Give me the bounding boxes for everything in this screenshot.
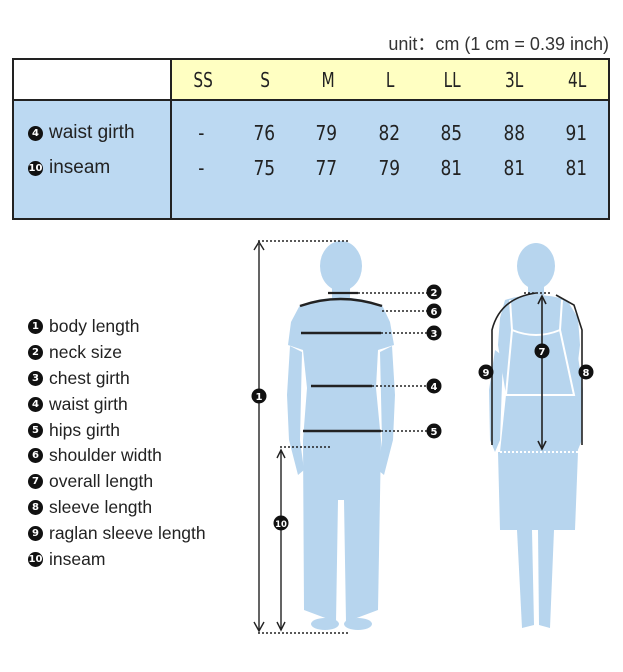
legend-item: 9 raglan sleeve length bbox=[28, 520, 206, 546]
legend-label: body length bbox=[49, 316, 140, 337]
back-markers: 9 7 8 bbox=[478, 343, 594, 380]
marker-5: 5 bbox=[431, 427, 438, 438]
row-label-text: waist girth bbox=[49, 122, 135, 143]
number-badge: 8 bbox=[28, 499, 43, 515]
size-header-ss: SS bbox=[193, 67, 213, 92]
marker-7: 7 bbox=[539, 347, 546, 358]
legend-label: overall length bbox=[49, 471, 154, 492]
legend-item: 1 body length bbox=[28, 314, 206, 340]
size-header-s: S bbox=[260, 67, 271, 92]
number-badge: 4 bbox=[28, 396, 43, 412]
dress-outline bbox=[500, 299, 578, 453]
front-measurement-lines bbox=[253, 240, 428, 634]
marker-4: 4 bbox=[431, 382, 438, 393]
table-cell: - bbox=[198, 156, 205, 180]
size-header-m: M bbox=[321, 67, 335, 92]
measurement-legend: 1 body length 2 neck size 3 chest girth 4 wa… bbox=[28, 314, 206, 572]
row-label-text: inseam bbox=[49, 157, 111, 178]
number-badge: 6 bbox=[28, 448, 43, 464]
back-body-figure bbox=[489, 243, 583, 628]
row-label: 4 waist girth bbox=[14, 122, 170, 144]
table-cell: 88 bbox=[503, 121, 525, 145]
legend-item: 6 shoulder width bbox=[28, 443, 206, 469]
legend-label: chest girth bbox=[49, 367, 130, 388]
legend-label: waist girth bbox=[49, 393, 128, 414]
table-cell: 76 bbox=[253, 121, 275, 145]
legend-label: shoulder width bbox=[49, 445, 162, 466]
legend-label: sleeve length bbox=[49, 496, 153, 517]
number-badge: 9 bbox=[28, 525, 43, 541]
table-cell: 81 bbox=[565, 156, 588, 180]
number-badge: 2 bbox=[28, 345, 43, 361]
number-badge: 10 bbox=[28, 160, 43, 176]
legend-label: neck size bbox=[49, 342, 122, 363]
marker-8: 8 bbox=[583, 368, 590, 379]
row-label: 10 inseam bbox=[14, 157, 170, 179]
marker-3: 3 bbox=[431, 329, 438, 340]
back-measurement-lines bbox=[491, 292, 583, 451]
number-badge: 4 bbox=[28, 125, 43, 141]
table-cell: 77 bbox=[315, 156, 338, 180]
legend-item: 8 sleeve length bbox=[28, 495, 206, 521]
table-row-inseam: 10 inseam - 75 77 79 81 81 81 bbox=[14, 153, 608, 183]
table-cell: 79 bbox=[378, 156, 400, 180]
marker-6: 6 bbox=[431, 307, 438, 318]
table-cell: 79 bbox=[315, 121, 338, 145]
table-cell: - bbox=[198, 121, 205, 145]
table-cell: 85 bbox=[440, 121, 463, 145]
legend-item: 3 chest girth bbox=[28, 366, 206, 392]
table-cell: 81 bbox=[503, 156, 525, 180]
number-badge: 7 bbox=[28, 474, 43, 490]
table-cell: 91 bbox=[565, 121, 588, 145]
table-row-waist-girth: 4 waist girth - 76 79 82 85 88 91 bbox=[14, 118, 608, 148]
legend-item: 10 inseam bbox=[28, 546, 206, 572]
table-cell: 81 bbox=[440, 156, 463, 180]
marker-9: 9 bbox=[483, 368, 490, 379]
legend-label: inseam bbox=[49, 548, 106, 569]
legend-label: raglan sleeve length bbox=[49, 522, 206, 543]
size-header-row: SS S M L LL 3L 4L bbox=[172, 60, 608, 99]
legend-item: 2 neck size bbox=[28, 340, 206, 366]
size-header-3l: 3L bbox=[505, 67, 524, 92]
legend-item: 7 overall length bbox=[28, 469, 206, 495]
marker-2: 2 bbox=[431, 288, 438, 299]
marker-10: 10 bbox=[275, 520, 287, 530]
size-table: SS S M L LL 3L 4L 4 waist girth - 76 79 … bbox=[12, 58, 610, 220]
unit-note: unit：cm (1 cm = 0.39 inch) bbox=[388, 34, 609, 54]
legend-item: 5 hips girth bbox=[28, 417, 206, 443]
size-header-ll: LL bbox=[443, 67, 461, 92]
number-badge: 3 bbox=[28, 370, 43, 386]
table-corner-cell bbox=[14, 60, 172, 99]
size-header-4l: 4L bbox=[567, 67, 586, 92]
table-cell: 75 bbox=[253, 156, 275, 180]
table-body: 4 waist girth - 76 79 82 85 88 91 10 ins… bbox=[14, 101, 608, 218]
number-badge: 5 bbox=[28, 422, 43, 438]
marker-1: 1 bbox=[256, 392, 263, 403]
table-cell: 82 bbox=[378, 121, 400, 145]
legend-item: 4 waist girth bbox=[28, 391, 206, 417]
number-badge: 10 bbox=[28, 551, 43, 567]
size-header-l: L bbox=[385, 67, 395, 92]
legend-label: hips girth bbox=[49, 419, 121, 440]
front-markers: 1 2 6 3 4 5 10 bbox=[251, 284, 442, 531]
number-badge: 1 bbox=[28, 319, 43, 335]
